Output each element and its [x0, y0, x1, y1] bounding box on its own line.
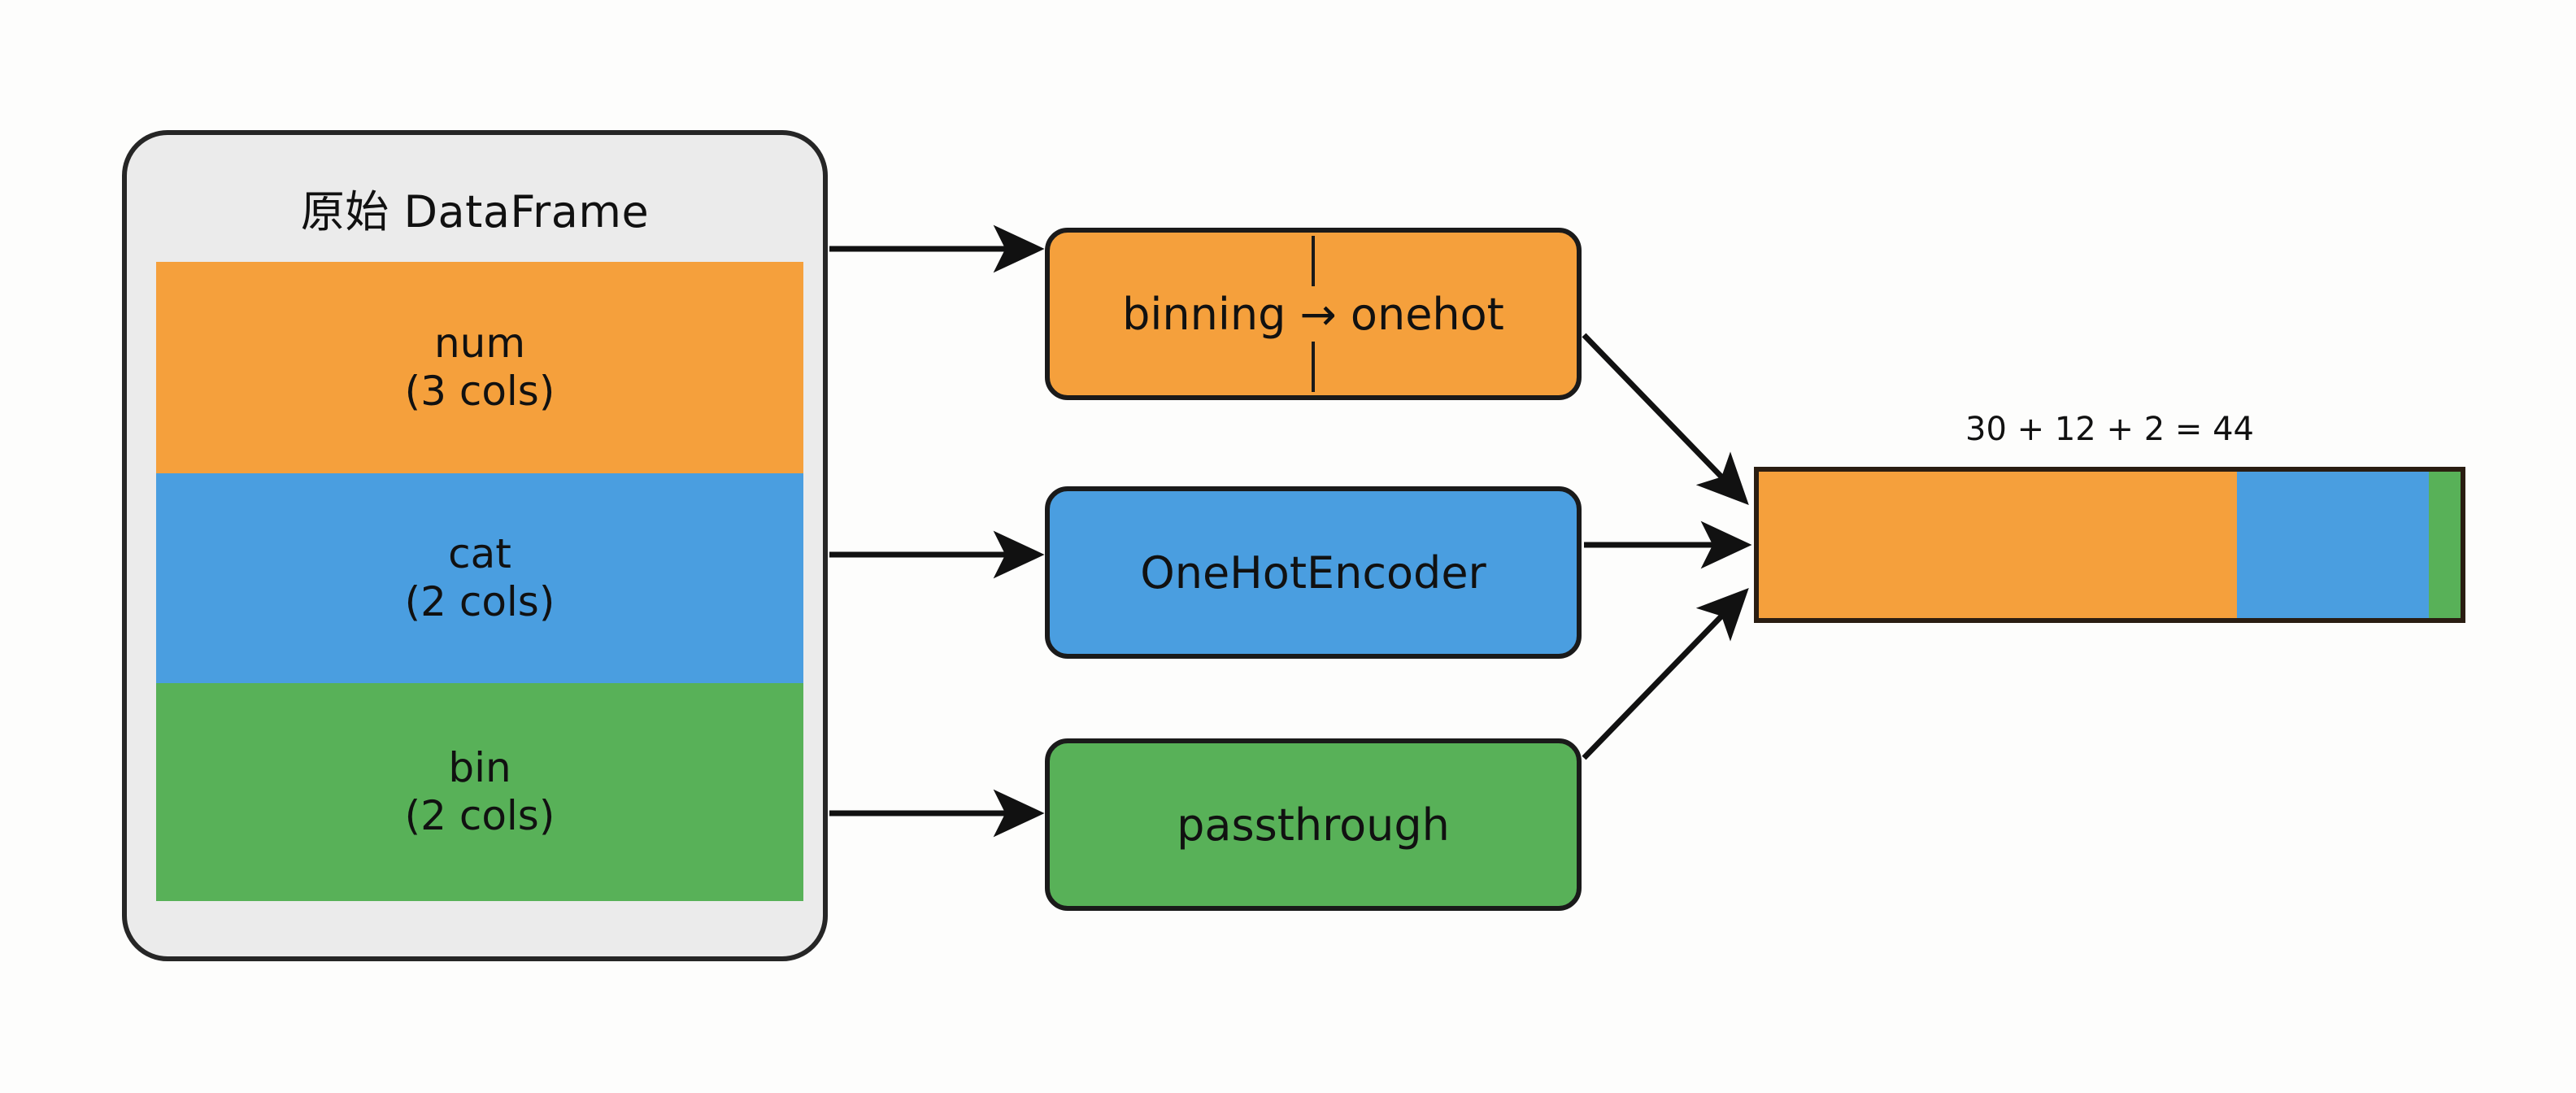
- dataframe-band-bin: bin (2 cols): [156, 683, 803, 901]
- transformer-label-onehotencoder: OneHotEncoder: [1140, 546, 1486, 599]
- transformer-label-passthrough: passthrough: [1177, 799, 1450, 851]
- output-segment-cat-onehot: [2237, 472, 2429, 618]
- band-cols-bin: (2 cols): [404, 792, 555, 839]
- dataframe-band-cat: cat (2 cols): [156, 473, 803, 683]
- band-cols-cat: (2 cols): [404, 578, 555, 625]
- output-feature-bar: [1754, 467, 2465, 623]
- output-segment-num-onehot: [1759, 472, 2238, 618]
- arrow-passthrough-to-output: [1582, 587, 1749, 760]
- transformer-box-binning-onehot[interactable]: binning → onehot: [1045, 228, 1582, 400]
- band-cols-num: (3 cols): [404, 368, 555, 415]
- source-dataframe-title: 原始 DataFrame: [300, 186, 650, 237]
- dataframe-band-num: num (3 cols): [156, 262, 803, 473]
- arrow-binning-to-output: [1582, 333, 1749, 506]
- band-name-bin: bin: [448, 744, 511, 791]
- transformer-box-onehotencoder[interactable]: OneHotEncoder: [1045, 486, 1582, 659]
- output-segment-bin-passthrough: [2428, 472, 2461, 618]
- band-name-cat: cat: [448, 530, 511, 577]
- transformer-label-binning-onehot: binning → onehot: [1122, 288, 1504, 340]
- band-name-num: num: [433, 320, 526, 367]
- binning-divider-top: [1312, 236, 1315, 286]
- source-dataframe-card: 原始 DataFrame num (3 cols) cat (2 cols) b…: [122, 130, 828, 961]
- binning-divider-bottom: [1312, 342, 1315, 392]
- output-total-label: 30 + 12 + 2 = 44: [1965, 411, 2254, 448]
- transformer-box-passthrough[interactable]: passthrough: [1045, 738, 1582, 911]
